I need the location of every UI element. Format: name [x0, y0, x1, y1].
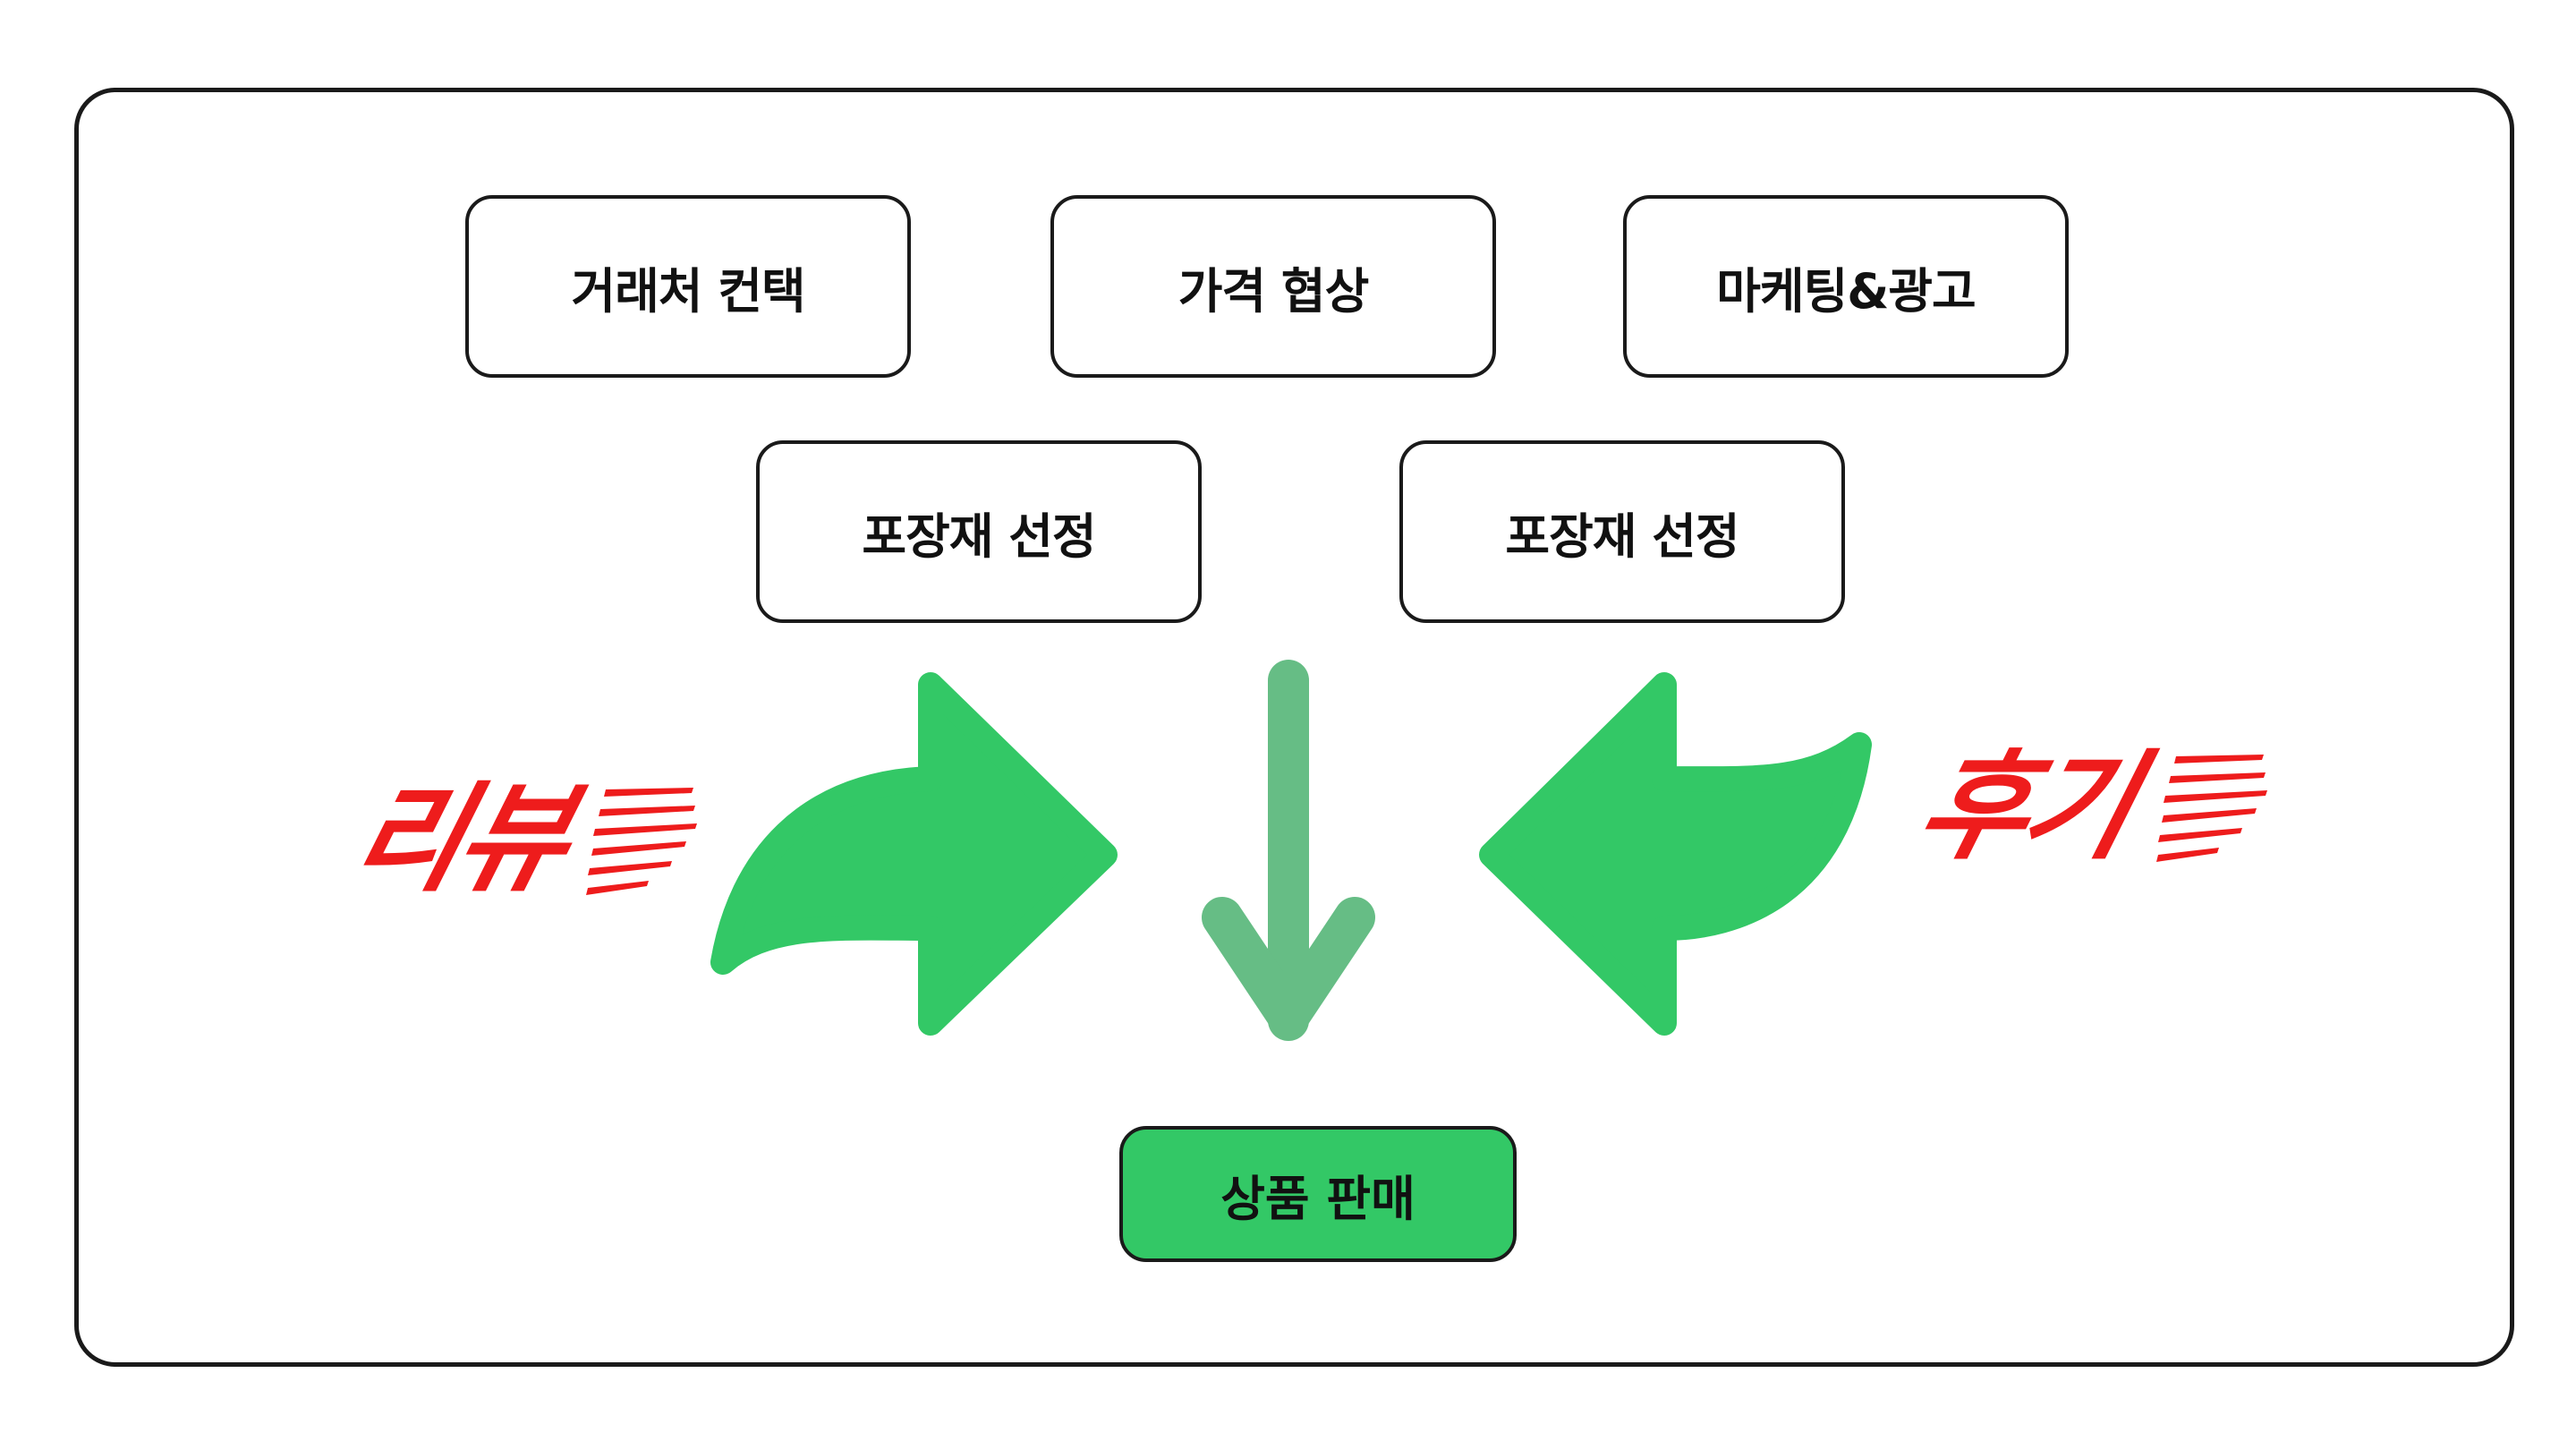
review-badge-text: 리뷰: [338, 771, 581, 908]
after-review-badge-text: 후기: [1904, 738, 2147, 876]
curved-right-arrow-icon: [710, 672, 1118, 1036]
step-box-price-negotiation[interactable]: 가격 협상: [1050, 195, 1496, 378]
step-label: 포장재 선정: [862, 508, 1096, 565]
speed-lines-right: [2156, 755, 2267, 862]
speed-lines-left: [586, 788, 697, 895]
step-label: 거래처 컨택: [571, 262, 805, 320]
step-label: 마케팅&광고: [1716, 262, 1976, 320]
curved-left-arrow-icon: [1479, 672, 1872, 1036]
step-box-packaging-left[interactable]: 포장재 선정: [756, 440, 1202, 623]
down-arrow-icon: [1202, 660, 1375, 1041]
result-box-product-sales[interactable]: 상품 판매: [1119, 1126, 1517, 1262]
result-label: 상품 판매: [1220, 1170, 1416, 1227]
review-badge: 리뷰: [339, 771, 580, 908]
step-label: 가격 협상: [1177, 262, 1370, 320]
step-label: 포장재 선정: [1505, 508, 1739, 565]
step-box-partner-contact[interactable]: 거래처 컨택: [465, 195, 911, 378]
step-box-packaging-right[interactable]: 포장재 선정: [1399, 440, 1845, 623]
step-box-marketing-ads[interactable]: 마케팅&광고: [1623, 195, 2069, 378]
after-review-badge: 후기: [1905, 738, 2146, 876]
